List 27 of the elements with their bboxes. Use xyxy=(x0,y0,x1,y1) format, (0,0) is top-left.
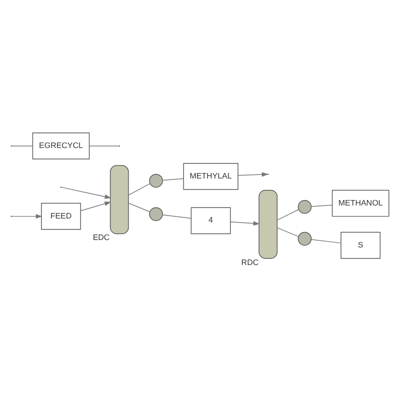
connector xyxy=(128,202,150,212)
connector xyxy=(128,183,150,196)
node-cylinder xyxy=(258,190,278,259)
connector xyxy=(310,239,342,244)
connector xyxy=(276,209,300,220)
node-box: FEED xyxy=(41,202,81,230)
arrow xyxy=(80,201,112,212)
node-circle xyxy=(149,174,163,188)
node-cylinder xyxy=(110,165,129,234)
node-box: METHYLAL xyxy=(183,163,238,190)
node-box: EGRECYCL xyxy=(32,132,90,160)
node-label: EDC xyxy=(92,233,110,242)
arrow xyxy=(11,214,42,219)
arrow xyxy=(61,186,112,199)
connector xyxy=(276,227,299,237)
node-circle xyxy=(149,207,163,222)
node-box: S xyxy=(340,232,381,259)
arrow xyxy=(238,172,268,177)
node-label: RDC xyxy=(241,258,259,267)
node-box: METHANOL xyxy=(332,190,390,217)
connector xyxy=(310,204,332,207)
node-circle xyxy=(298,200,312,214)
arrow xyxy=(230,221,260,226)
connector xyxy=(162,178,184,181)
connector xyxy=(162,214,192,219)
node-circle xyxy=(298,232,312,246)
node-box: 4 xyxy=(190,207,231,234)
